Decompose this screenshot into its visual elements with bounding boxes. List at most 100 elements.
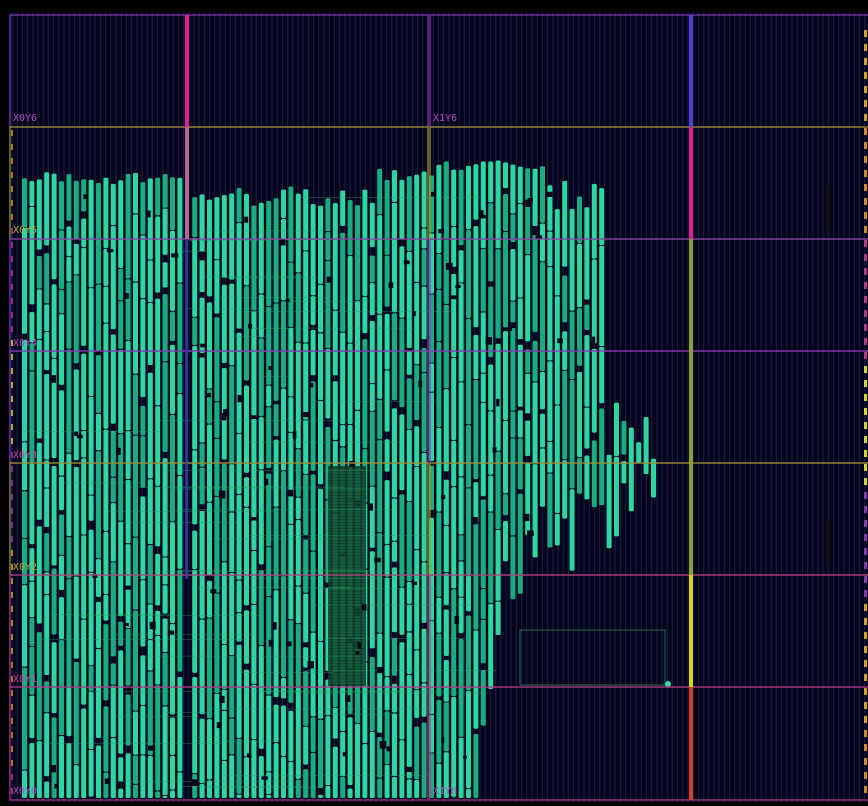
- placed-cell-column: [488, 475, 494, 512]
- placed-cell-column: [325, 786, 331, 798]
- edge-marker: [11, 522, 13, 528]
- empty-site: [279, 238, 286, 246]
- placed-cell-column: [110, 225, 116, 330]
- clock-spine: [689, 239, 693, 575]
- empty-site: [268, 365, 274, 371]
- placed-cell-column: [384, 764, 390, 798]
- placed-cell-column: [192, 677, 198, 774]
- placed-cell-column: [392, 683, 397, 713]
- placed-cell-column: [399, 318, 405, 408]
- placed-cell-column: [488, 603, 494, 689]
- placed-cell-column: [325, 716, 331, 786]
- empty-site: [386, 746, 392, 752]
- placed-cell-column: [73, 576, 79, 659]
- placed-cell-column: [318, 488, 323, 575]
- edge-marker: [864, 352, 867, 359]
- placed-cell-column: [59, 555, 64, 590]
- placed-cell-column: [340, 425, 346, 447]
- empty-site: [221, 413, 227, 421]
- placed-cell-column: [295, 342, 301, 449]
- empty-site: [191, 779, 199, 787]
- empty-site: [374, 557, 381, 563]
- placed-cell-column: [221, 284, 227, 364]
- placed-cell-column: [503, 494, 508, 516]
- empty-site: [286, 298, 290, 303]
- placed-cell-column: [29, 181, 35, 207]
- placed-cell-column: [199, 194, 205, 254]
- placed-cell-column: [73, 180, 79, 240]
- empty-site: [237, 394, 244, 403]
- placed-cell-column: [443, 304, 449, 389]
- placed-cell-column: [510, 328, 516, 411]
- placed-cell-column: [355, 723, 360, 798]
- placed-cell-column: [525, 255, 531, 342]
- placed-cell-column: [147, 178, 153, 260]
- placed-cell-column: [495, 343, 501, 451]
- placed-cell-column: [51, 717, 57, 798]
- placed-cell-column: [59, 514, 64, 555]
- placed-cell-column: [207, 302, 212, 389]
- placed-cell-column: [355, 205, 360, 301]
- placed-cell-column: [281, 705, 286, 756]
- placed-cell-column: [599, 346, 605, 404]
- placed-cell-column: [125, 173, 131, 279]
- placed-cell-column: [414, 689, 420, 718]
- placed-cell-column: [140, 405, 146, 436]
- placed-cell-column: [59, 181, 64, 230]
- placed-cell-column: [318, 641, 323, 719]
- edge-marker: [11, 214, 13, 220]
- placed-cell-column: [273, 439, 279, 507]
- placed-cell-column: [251, 550, 257, 605]
- placed-cell-column: [495, 160, 501, 249]
- edge-marker: [11, 424, 13, 430]
- placed-cell-column: [177, 676, 183, 772]
- placed-cell-column: [96, 355, 101, 414]
- edge-marker: [864, 548, 867, 555]
- placed-cell-column: [480, 373, 486, 403]
- placed-cell-column: [325, 349, 331, 419]
- clock-region-box: [9, 686, 429, 801]
- placed-cell-column: [199, 297, 205, 354]
- edge-marker: [11, 788, 13, 794]
- placed-cell-column: [436, 699, 442, 763]
- placed-cell-column: [355, 301, 360, 410]
- empty-site: [303, 411, 310, 418]
- placed-cell-column: [103, 248, 109, 286]
- placed-cell-column: [473, 164, 479, 220]
- placed-cell-column: [362, 189, 368, 297]
- empty-site: [418, 380, 423, 388]
- placed-cell-column: [591, 183, 597, 259]
- placed-cell-column: [273, 590, 279, 698]
- placed-cell-column: [303, 539, 309, 593]
- placed-cell-column: [103, 177, 109, 248]
- placed-cell-column: [266, 385, 272, 407]
- edge-marker: [864, 380, 867, 387]
- placed-cell-column: [118, 788, 124, 798]
- placed-cell-column: [384, 677, 390, 711]
- placed-cell-column: [36, 179, 42, 250]
- placed-cell-column: [406, 674, 412, 779]
- empty-site: [472, 517, 478, 525]
- edge-marker: [11, 298, 13, 304]
- empty-site: [292, 430, 297, 439]
- placed-cell-column: [29, 548, 35, 581]
- empty-site: [307, 661, 314, 669]
- placed-cell-column: [443, 161, 449, 239]
- placed-cell-column: [362, 339, 368, 449]
- edge-marker: [864, 310, 867, 317]
- placed-cell-column: [517, 298, 523, 407]
- placed-cell-column: [221, 710, 227, 761]
- placed-cell-column: [199, 510, 205, 619]
- placed-cell-column: [340, 332, 346, 425]
- edge-marker: [864, 646, 867, 653]
- placed-cell-column: [258, 570, 264, 646]
- placed-cell-column: [229, 573, 235, 656]
- placed-cell-column: [66, 349, 72, 453]
- empty-site: [535, 235, 543, 239]
- placed-cell-column: [147, 479, 153, 545]
- placed-cell-column: [192, 530, 198, 570]
- edge-marker: [11, 270, 13, 276]
- placed-cell-column: [384, 480, 390, 545]
